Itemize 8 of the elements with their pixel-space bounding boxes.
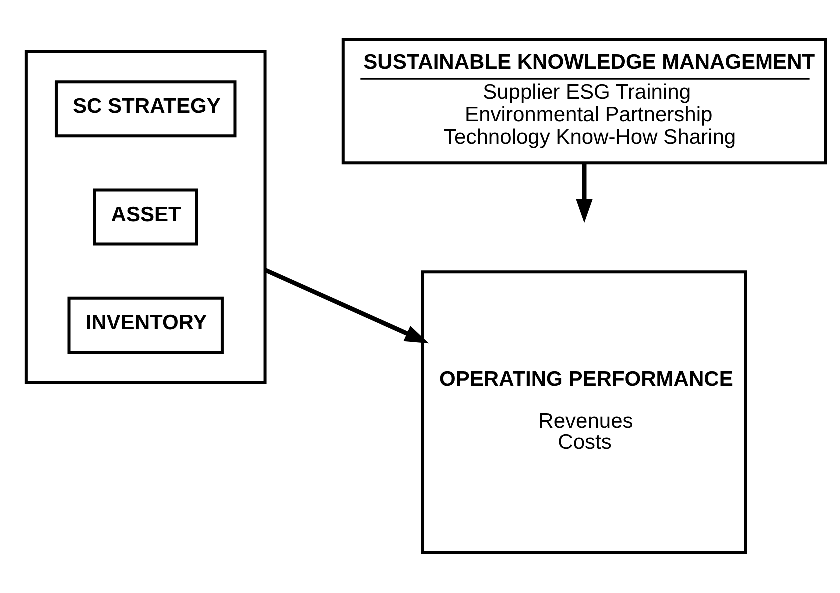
- node-box: OPERATING PERFORMANCE Revenues Costs: [422, 270, 748, 554]
- arrow: [264, 268, 430, 344]
- cluster: [24, 50, 267, 384]
- node-box: ASSET: [93, 188, 198, 246]
- node-box: INVENTORY: [68, 296, 224, 354]
- arrow: [576, 163, 593, 224]
- node-box: SUSTAINABLE KNOWLEDGE MANAGEMENT Supplier ESG Training Environmental Partnership Technology Know-How Sharing: [342, 38, 828, 165]
- node-box: SC STRATEGY: [54, 80, 237, 138]
